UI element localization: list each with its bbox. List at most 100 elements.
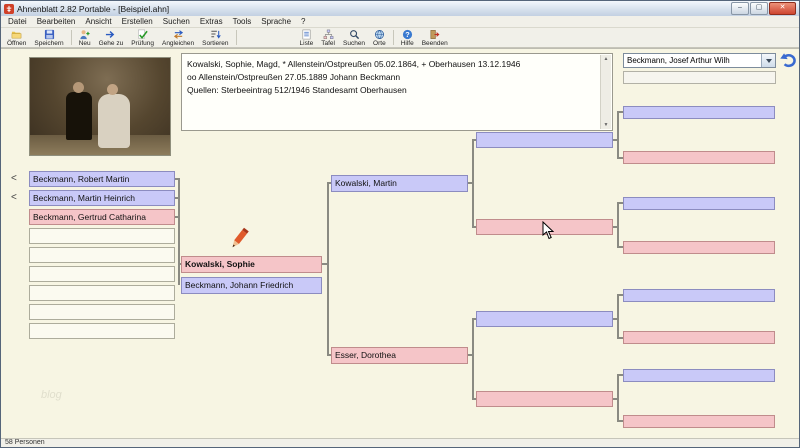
toolbar-places-button[interactable]: Orte [369, 28, 390, 47]
toolbar-help-button[interactable]: ? Hilfe [397, 28, 418, 47]
photo-detail [73, 82, 84, 93]
great-grandparent-box-2 [623, 151, 775, 164]
toolbar-label: Tafel [321, 39, 335, 47]
goto-arrow-icon [106, 30, 115, 38]
menu-ansicht[interactable]: Ansicht [85, 17, 112, 26]
photo-detail [66, 92, 92, 140]
menu-extras[interactable]: Extras [199, 17, 223, 26]
tree-chart-icon [323, 29, 333, 39]
exit-door-icon [430, 29, 440, 39]
toolbar-sort-button[interactable]: Sortieren [198, 28, 232, 47]
toolbar-label: Speichern [34, 39, 64, 47]
child-box-1[interactable]: Beckmann, Robert Martin [29, 171, 175, 187]
toolbar-check-button[interactable]: Prüfung [127, 28, 158, 47]
toolbar-save-button[interactable]: Speichern [30, 28, 67, 47]
connector-line [617, 294, 623, 296]
toolbar-label: Angleichen [161, 39, 195, 47]
toolbar-search-button[interactable]: Suchen [339, 28, 369, 47]
toolbar-separator [70, 30, 72, 45]
connector-line [472, 139, 476, 141]
toolbar-exit-button[interactable]: Beenden [418, 28, 452, 47]
toolbar-label: Gehe zu [98, 39, 124, 47]
minimize-button[interactable]: – [731, 2, 749, 15]
grandparent-box-3 [476, 311, 613, 327]
grandparent-box-4 [476, 391, 613, 407]
sort-icon [211, 30, 221, 39]
info-line-sources: Quellen: Sterbeeintrag 512/1946 Standesa… [187, 85, 407, 95]
great-grandparent-box-5 [623, 289, 775, 302]
chevron-down-icon [765, 58, 772, 63]
connector-line [178, 263, 181, 265]
globe-icon [374, 29, 384, 39]
child-box-2[interactable]: Beckmann, Martin Heinrich [29, 190, 175, 206]
save-disk-icon [44, 29, 54, 39]
menu-hilfe[interactable]: ? [301, 17, 306, 26]
connector-line [617, 374, 623, 376]
secondary-nav-field[interactable] [623, 71, 776, 84]
child-box-empty [29, 323, 175, 339]
check-icon [138, 29, 148, 39]
tree-box-proband[interactable]: Kowalski, Sophie [181, 256, 322, 273]
person-select-dropdown[interactable]: Beckmann, Josef Arthur Wilh [623, 53, 776, 68]
connector-line [327, 182, 331, 184]
dropdown-button[interactable] [761, 54, 775, 67]
window-title: Ahnenblatt 2.82 Portable - [Beispiel.ahn… [17, 3, 170, 14]
toolbar-label: Beenden [421, 39, 448, 47]
child-box-empty [29, 285, 175, 301]
navigate-child-arrow[interactable]: < [11, 173, 17, 184]
connector-line [617, 157, 623, 159]
scroll-up-icon[interactable]: ▲ [603, 56, 609, 62]
great-grandparent-box-6 [623, 331, 775, 344]
menu-tools[interactable]: Tools [232, 17, 252, 26]
child-box-empty [29, 228, 175, 244]
info-scrollbar[interactable]: ▲ ▼ [600, 55, 611, 129]
menu-datei[interactable]: Datei [8, 17, 27, 26]
person-photo[interactable] [29, 57, 171, 156]
toolbar-list-button[interactable]: Liste [296, 28, 318, 47]
toolbar-label: Öffnen [7, 39, 27, 47]
person-info-panel: Kowalski, Sophie, Magd, * Allenstein/Ost… [181, 53, 613, 131]
toolbar-goto-button[interactable]: Gehe zu [95, 28, 128, 47]
menu-sprache[interactable]: Sprache [261, 17, 292, 26]
undo-button[interactable] [779, 50, 798, 69]
maximize-button[interactable]: ▢ [750, 2, 768, 15]
tree-box-mother[interactable]: Esser, Dorothea [331, 347, 468, 364]
connector-line [468, 182, 474, 184]
toolbar: Öffnen Speichern Neu Gehe zu Prüfung Ang… [1, 28, 799, 48]
person-count: 58 Personen [5, 439, 45, 446]
close-button[interactable]: ✕ [769, 2, 796, 15]
toolbar-new-button[interactable]: Neu [75, 28, 95, 47]
connector-line [613, 139, 619, 141]
child-box-empty [29, 247, 175, 263]
photo-detail [98, 94, 130, 148]
navigate-child-arrow[interactable]: < [11, 192, 17, 203]
grandparent-box-1 [476, 132, 613, 148]
child-box-3[interactable]: Beckmann, Gertrud Catharina [29, 209, 175, 225]
scroll-down-icon[interactable]: ▼ [603, 122, 609, 128]
connector-line [617, 337, 623, 339]
menu-suchen[interactable]: Suchen [162, 17, 190, 26]
connector-line [472, 226, 476, 228]
connector-line [175, 216, 179, 218]
toolbar-label: Hilfe [400, 39, 414, 47]
menu-erstellen[interactable]: Erstellen [121, 17, 153, 26]
connector-line [617, 294, 619, 339]
tree-box-spouse[interactable]: Beckmann, Johann Friedrich [181, 277, 322, 294]
toolbar-label: Neu [78, 39, 91, 47]
toolbar-label: Orte [373, 39, 386, 47]
connector-line [617, 420, 623, 422]
toolbar-open-button[interactable]: Öffnen [3, 28, 30, 47]
selected-person-label: Beckmann, Josef Arthur Wilh [627, 56, 730, 65]
connector-line [472, 318, 474, 400]
connector-line [613, 226, 619, 228]
toolbar-chart-button[interactable]: Tafel [317, 28, 339, 47]
toolbar-label: Prüfung [131, 39, 154, 47]
menu-bearbeiten[interactable]: Bearbeiten [36, 17, 76, 26]
connector-line [472, 398, 476, 400]
toolbar-adjust-button[interactable]: Angleichen [158, 28, 198, 47]
mouse-cursor [542, 221, 554, 240]
photo-detail [107, 84, 118, 95]
connector-line [613, 398, 619, 400]
tree-box-father[interactable]: Kowalski, Martin [331, 175, 468, 192]
